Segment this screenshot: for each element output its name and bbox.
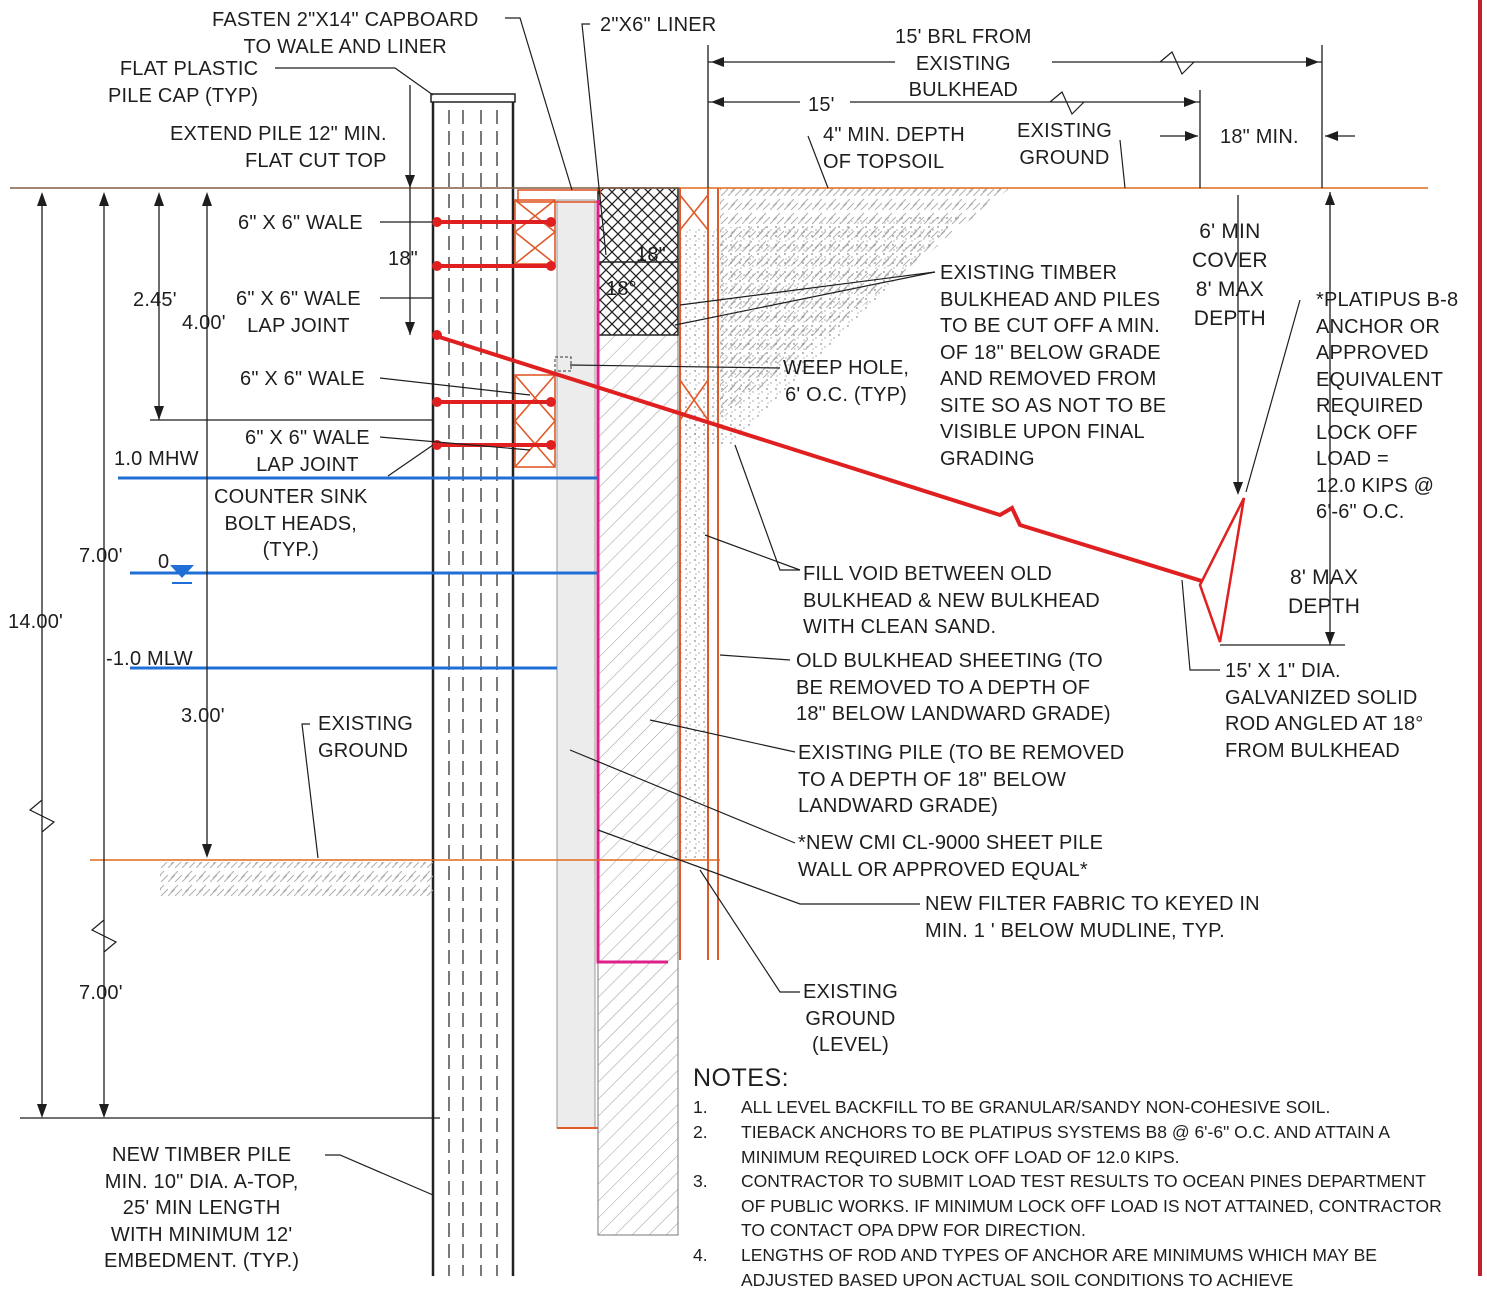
note-3-text: CONTRACTOR TO SUBMIT LOAD TEST RESULTS T… [741, 1171, 1442, 1240]
existing-pile-note: EXISTING PILE (TO BE REMOVED TO A DEPTH … [798, 742, 1125, 817]
dim-18-box-label: 18" [636, 244, 666, 266]
min-18-label: 18" MIN. [1220, 126, 1299, 148]
dim-18-left-label: 18" [388, 248, 418, 270]
note-1-text: ALL LEVEL BACKFILL TO BE GRANULAR/SANDY … [741, 1097, 1331, 1117]
dim-245-label: 2.45' [133, 289, 177, 311]
angle-18-label: 18° [606, 278, 637, 300]
platipus-anchor-note: *PLATIPUS B-8 ANCHOR OR APPROVED EQUIVAL… [1316, 289, 1459, 523]
tieback-rod [432, 333, 1206, 584]
liner-label: 2"X6" LINER [600, 14, 717, 36]
sheet-border [1478, 0, 1482, 1276]
existing-ground-low-label: EXISTING GROUND (LEVEL) [803, 981, 898, 1056]
leader-lines [275, 17, 1301, 1196]
note-4-num: 4. [693, 1245, 708, 1265]
water-symbol [170, 565, 194, 578]
wales [513, 189, 601, 468]
cover-depth-label: 6' MIN COVER 8' MAX DEPTH [1192, 220, 1268, 330]
dim-15-label: 15' [808, 94, 835, 116]
timber-pile [431, 96, 515, 1276]
pile-cap-label: FLAT PLASTIC PILE CAP (TYP) [108, 58, 259, 107]
new-cmi-note: *NEW CMI CL-9000 SHEET PILE WALL OR APPR… [798, 832, 1104, 881]
dimension-arrows [37, 57, 1338, 1118]
brl-label: 15' BRL FROM EXISTING BULKHEAD [895, 26, 1032, 101]
dim-1400-label: 14.00' [8, 611, 64, 633]
dim-700-top-label: 7.00' [79, 545, 123, 567]
rod-note: 15' X 1" DIA. GALVANIZED SOLID ROD ANGLE… [1225, 660, 1424, 762]
mhw-label: 1.0 MHW [114, 448, 199, 470]
msl-zero-label: 0 [158, 551, 170, 573]
filter-fabric-note: NEW FILTER FABRIC TO KEYED IN MIN. 1 ' B… [925, 893, 1260, 942]
old-sheeting-note: OLD BULKHEAD SHEETING (TO BE REMOVED TO … [796, 650, 1111, 725]
fill-void-note: FILL VOID BETWEEN OLD BULKHEAD & NEW BUL… [803, 563, 1100, 638]
existing-ground-mid-label: EXISTING GROUND [318, 713, 413, 762]
note-3-num: 3. [693, 1171, 708, 1191]
filter-fabric [596, 200, 668, 964]
existing-pile-body [597, 334, 679, 1236]
mlw-label: -1.0 MLW [106, 648, 193, 670]
dim-400-label: 4.00' [182, 312, 226, 334]
note-2-num: 2. [693, 1122, 708, 1142]
new-timber-pile-note: NEW TIMBER PILE MIN. 10" DIA. A-TOP, 25'… [104, 1144, 300, 1272]
extend-pile-label: EXTEND PILE 12" MIN. FLAT CUT TOP [170, 123, 387, 172]
dim-700-bot-label: 7.00' [79, 982, 123, 1004]
dim-300-label: 3.00' [181, 705, 225, 727]
pile-cap [430, 93, 516, 103]
fasten-capboard-label: FASTEN 2"X14" CAPBOARD TO WALE AND LINER [212, 9, 479, 58]
existing-timber-note: EXISTING TIMBER BULKHEAD AND PILES TO BE… [940, 262, 1167, 470]
counter-sink-label: COUNTER SINK BOLT HEADS, (TYP.) [214, 486, 368, 561]
new-sheet-pile [556, 199, 596, 1129]
wale-lap-joint-label: 6" X 6" WALE LAP JOINT [236, 288, 361, 337]
notes-title: NOTES: [693, 1064, 790, 1092]
bolts [433, 220, 555, 447]
dimension-lines [20, 45, 1355, 1119]
note-1-num: 1. [693, 1097, 708, 1117]
existing-ground-top-label: EXISTING GROUND [1017, 120, 1112, 169]
mudline-earth [160, 862, 433, 898]
topsoil-label: 4" MIN. DEPTH OF TOPSOIL [823, 124, 965, 173]
wale-2-label: 6" X 6" WALE [240, 368, 365, 390]
anchor-plate [1198, 497, 1246, 643]
weep-hole-label: WEEP HOLE, 6' O.C. (TYP) [783, 357, 910, 406]
backfill-sand [680, 215, 960, 445]
fill-sand-column [680, 420, 710, 860]
wale-lap-joint-2-label: 6" X 6" WALE LAP JOINT [245, 427, 370, 476]
note-2-text: TIEBACK ANCHORS TO BE PLATIPUS SYSTEMS B… [741, 1122, 1390, 1167]
max-depth-label: 8' MAX DEPTH [1288, 566, 1361, 618]
note-4-text: LENGTHS OF ROD AND TYPES OF ANCHOR ARE M… [741, 1245, 1377, 1290]
wale-1-label: 6" X 6" WALE [238, 212, 363, 234]
weep-hole [554, 356, 572, 372]
